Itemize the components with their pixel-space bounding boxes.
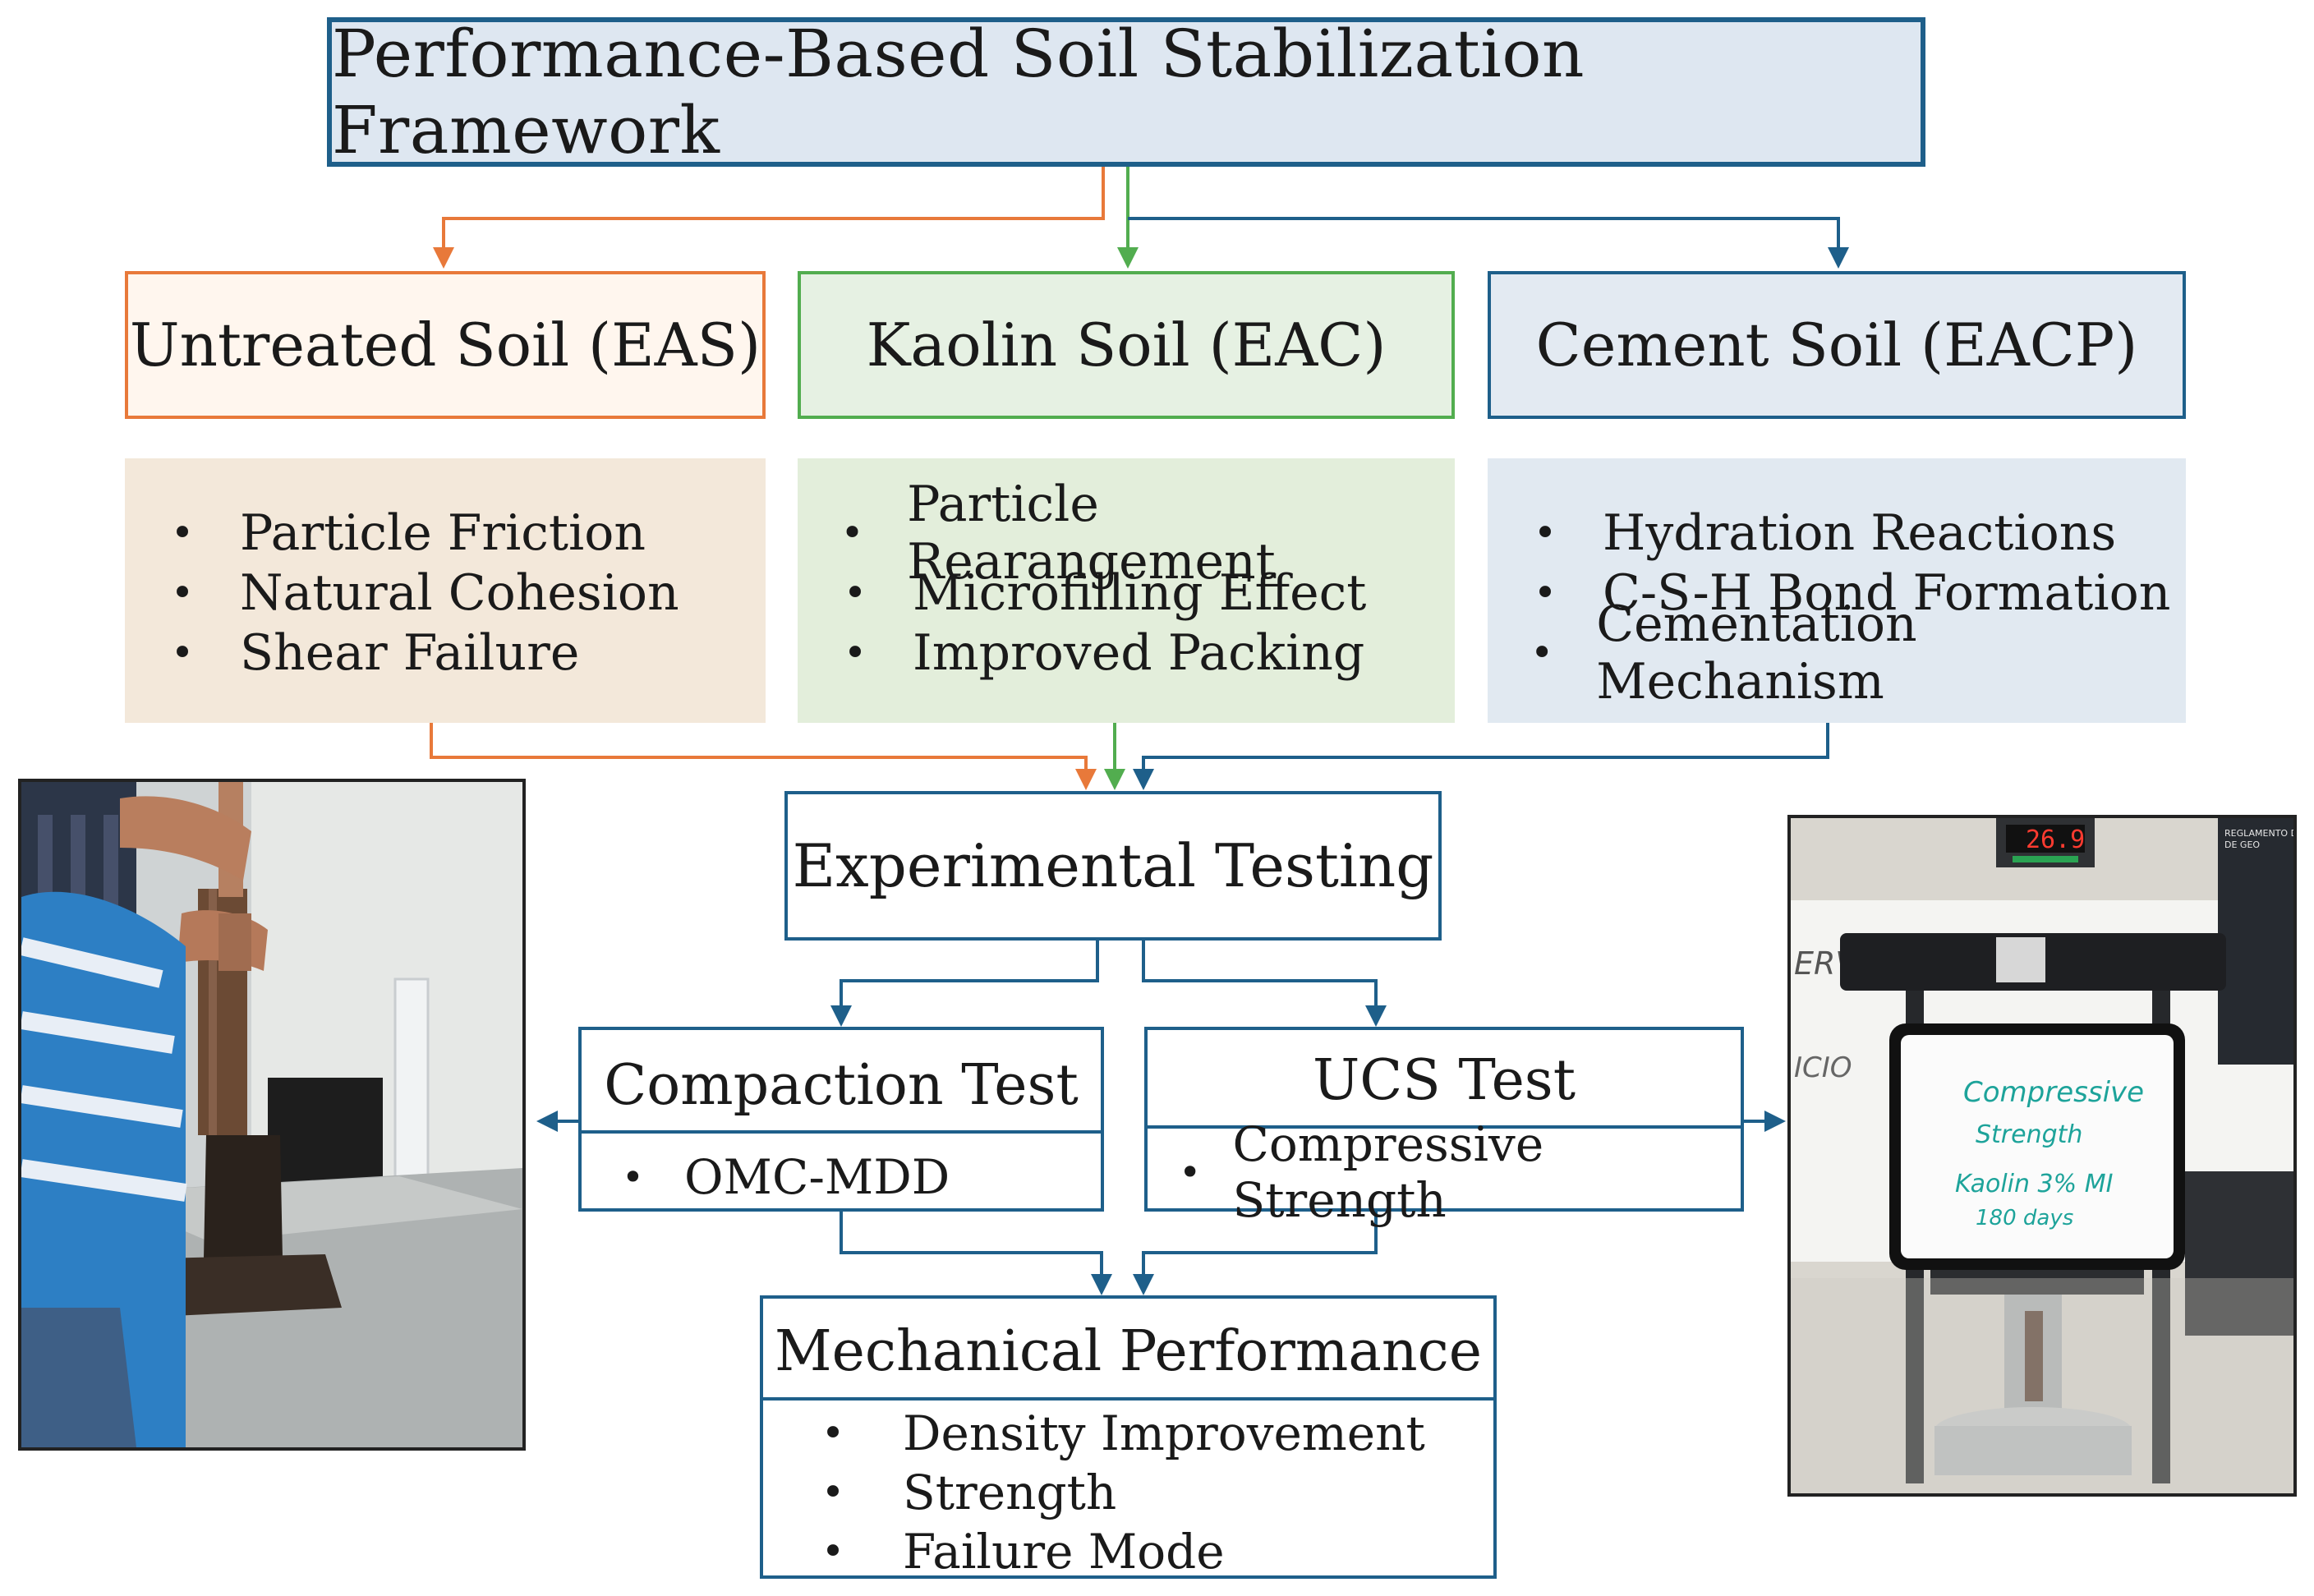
compaction-test-photo	[18, 779, 526, 1451]
list-item: •Shear Failure	[170, 623, 580, 682]
ucs-test-bullet: • Compressive Strength	[1148, 1116, 1741, 1228]
ucs-test-box: UCS Test • Compressive Strength	[1144, 1027, 1744, 1228]
list-item: •Particle Rearangement	[840, 475, 1276, 591]
untreated-soil-header: Untreated Soil (EAS)	[125, 271, 766, 419]
list-item: •Hydration Reactions	[1533, 504, 2117, 562]
arrowhead-performance-right	[1133, 1274, 1154, 1295]
connector-ucs-to-performance	[1142, 1212, 1378, 1277]
whiteboard-writing: Compressive Strength Kaolin 3% MI 180 da…	[1955, 1076, 2144, 1230]
kaolin-soil-mechanisms: •Particle Rearangement •Microfilling Eff…	[798, 458, 1455, 723]
connector-title-to-untreated	[442, 167, 1105, 251]
svg-text:180 days: 180 days	[1976, 1206, 2073, 1230]
arrowhead-right-photo	[1764, 1111, 1786, 1132]
list-item: •Particle Friction	[170, 504, 646, 562]
list-item: •Microfilling Effect	[843, 563, 1367, 622]
arrowhead-untreated	[433, 247, 454, 269]
ucs-photo-illustration: REGLAMENTO DDE GEO ERVICIO DE ICIO 26.9 …	[1791, 818, 2293, 1493]
svg-text:Strength: Strength	[1976, 1120, 2082, 1149]
connector-compaction-to-performance	[840, 1212, 1103, 1277]
framework-title-box: Performance-Based Soil Stabilization Fra…	[327, 16, 1925, 168]
arrowhead-testing-orange	[1075, 769, 1097, 790]
untreated-soil-mechanisms: •Particle Friction •Natural Cohesion •Sh…	[125, 458, 766, 723]
mechanical-performance-box: Mechanical Performance •Density Improvem…	[760, 1295, 1497, 1580]
list-item: •Improved Packing	[843, 623, 1365, 682]
untreated-soil-title: Untreated Soil (EAS)	[129, 310, 761, 379]
arrowhead-performance-left	[1091, 1274, 1112, 1295]
list-item: •Failure Mode	[821, 1524, 1225, 1580]
arrowhead-ucs	[1365, 1005, 1387, 1027]
connector-untreated-to-testing	[430, 723, 1088, 772]
list-item: •Cementation Mechanism	[1530, 595, 1917, 711]
arrowhead-left-photo	[536, 1111, 558, 1132]
connector-testing-to-compaction	[840, 941, 1099, 1009]
list-item: •Density Improvement	[821, 1405, 1425, 1461]
ucs-test-photo: REGLAMENTO DDE GEO ERVICIO DE ICIO 26.9 …	[1787, 815, 2297, 1497]
list-item: •Strength	[821, 1465, 1117, 1520]
svg-text:Kaolin 3% MI: Kaolin 3% MI	[1955, 1170, 2114, 1198]
arrowhead-compaction	[830, 1005, 852, 1027]
wall-text-icio: ICIO	[1794, 1051, 1852, 1084]
list-item: •C-S-H Bond Formation	[1533, 563, 2171, 622]
arrowhead-kaolin	[1117, 247, 1139, 269]
experimental-testing-box: Experimental Testing	[784, 791, 1442, 941]
mechanical-performance-title: Mechanical Performance	[774, 1318, 1483, 1384]
experimental-testing-title: Experimental Testing	[792, 831, 1434, 900]
framework-title: Performance-Based Soil Stabilization Fra…	[332, 16, 1585, 168]
compaction-test-box: Compaction Test • OMC-MDD	[578, 1027, 1104, 1212]
ucs-test-title: UCS Test	[1312, 1047, 1576, 1113]
svg-text:Compressive: Compressive	[1963, 1076, 2144, 1109]
load-display-readout: 26.9	[2026, 826, 2085, 854]
compaction-test-bullet: • OMC-MDD	[582, 1130, 1101, 1220]
list-item: •Natural Cohesion	[170, 563, 679, 622]
connector-title-to-cement	[1128, 217, 1840, 251]
kaolin-soil-title: Kaolin Soil (EAC)	[866, 310, 1387, 379]
compaction-test-title: Compaction Test	[604, 1052, 1079, 1118]
arrowhead-cement	[1828, 247, 1849, 269]
cement-soil-title: Cement Soil (EACP)	[1535, 310, 2138, 379]
connector-testing-to-ucs	[1142, 941, 1378, 1009]
cement-soil-mechanisms: •Hydration Reactions •C-S-H Bond Formati…	[1488, 458, 2186, 723]
compaction-photo-illustration	[21, 782, 522, 1447]
kaolin-soil-header: Kaolin Soil (EAC)	[798, 271, 1455, 419]
arrowhead-testing-green	[1104, 769, 1125, 790]
connector-cement-to-testing	[1142, 723, 1829, 772]
arrowhead-testing-blue	[1133, 769, 1154, 790]
cement-soil-header: Cement Soil (EACP)	[1488, 271, 2186, 419]
